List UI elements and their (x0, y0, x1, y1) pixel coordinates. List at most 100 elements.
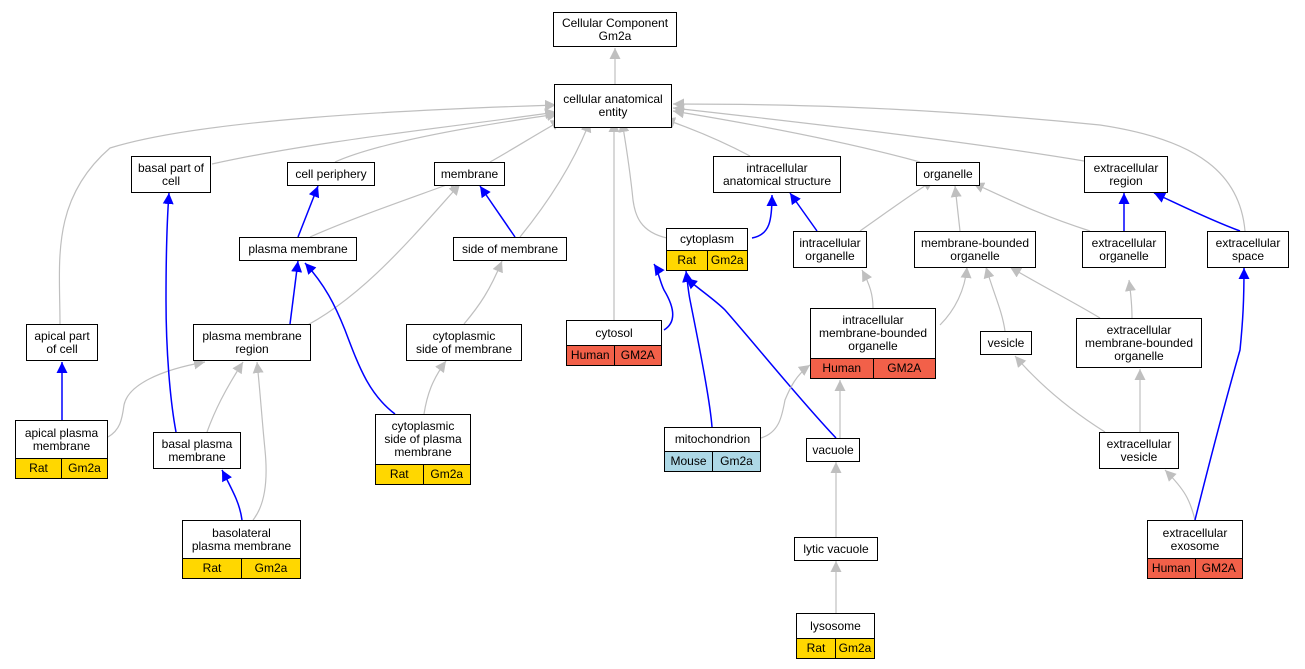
edge-icorg-to-organelle (859, 179, 935, 232)
node-label-line: side of plasma (384, 432, 462, 446)
node-label: lysosome (797, 614, 874, 638)
node-label-line: organelle (1099, 248, 1149, 263)
gene-badge: Gm2a (712, 452, 760, 471)
edge-cytosol-to-cytoplasm (653, 263, 674, 331)
edge-membrane-to-cae (489, 119, 563, 163)
node-label-line: region (1109, 173, 1143, 188)
edge-ecspace-to-cae (672, 98, 1246, 232)
node-label-line: mitochondrion (674, 432, 751, 446)
node-label-line: of cell (46, 341, 78, 356)
node-label: side of membrane (454, 238, 566, 260)
node-pm[interactable]: plasma membrane (239, 237, 357, 261)
node-vacuole[interactable]: vacuole (806, 438, 860, 462)
edge-cytosidepm-to-pm (304, 262, 396, 415)
edge-basalpart-to-cae (211, 108, 557, 165)
edge-vesicle-to-mborg (983, 266, 1006, 332)
node-label-line: organelle (923, 166, 973, 181)
node-label-line: intracellular (842, 313, 904, 327)
node-label-line: plasma membrane (202, 328, 302, 343)
node-label: plasma membrane (240, 238, 356, 260)
edge-basalpm-to-pmregion (206, 361, 244, 433)
node-label-line: cell (161, 173, 180, 188)
edge-apicalpart-to-cae (58, 99, 557, 325)
node-label-line: basolateral (212, 525, 271, 540)
node-label-line: lysosome (810, 618, 861, 633)
edge-cytoplasm-to-cae (618, 120, 668, 239)
node-label: cytoplasm (667, 229, 747, 250)
node-label-line: plasma membrane (191, 538, 292, 553)
gene-badge: GM2A (872, 359, 935, 378)
node-vesicle[interactable]: vesicle (980, 331, 1032, 355)
node-label-line: intracellular (746, 160, 808, 175)
node-label-line: Gm2a (598, 28, 632, 43)
edge-sideofmem-to-membrane (479, 185, 516, 238)
node-label-line: extracellular (1106, 322, 1172, 337)
edge-ecregion-to-cae (672, 103, 1091, 163)
node-sideofmem[interactable]: side of membrane (453, 237, 567, 261)
node-cellperiph[interactable]: cell periphery (287, 162, 375, 186)
node-label-line: region (235, 341, 269, 356)
edge-cellperiph-to-cae (334, 110, 559, 163)
node-label: cytosol (567, 321, 661, 345)
node-label: vacuole (807, 439, 859, 461)
edge-apicalpm-to-pmregion (107, 358, 206, 438)
node-label-line: intracellular (799, 235, 861, 250)
species-badge: Rat (667, 251, 707, 270)
node-membrane[interactable]: membrane (434, 162, 505, 186)
edge-ecvesicle-to-vesicle (1014, 355, 1106, 433)
species-badge: Rat (16, 459, 61, 478)
node-label-line: membrane-bounded (1084, 335, 1194, 350)
edge-basolateral-to-basalpm (221, 469, 243, 521)
node-label-line: vesicle (1120, 449, 1158, 464)
node-label-line: organelle (950, 248, 1000, 263)
node-label-line: membrane (440, 166, 499, 181)
node-organelle[interactable]: organelle (916, 162, 980, 186)
node-label-line: extracellular (1106, 436, 1172, 451)
node-lytic[interactable]: lytic vacuole (794, 537, 878, 561)
node-label-line: side of membrane (461, 241, 559, 256)
edge-pmregion-to-membrane (297, 183, 461, 331)
node-label-line: membrane (168, 449, 226, 464)
node-label-line: cytoplasmic (391, 419, 455, 433)
node-label-line: membrane-bounded (920, 235, 1030, 250)
edge-exosome-to-ecvesicle (1164, 469, 1196, 521)
node-label-line: cytosol (595, 325, 633, 340)
edge-ecmborg-to-ecorg (1125, 279, 1136, 319)
